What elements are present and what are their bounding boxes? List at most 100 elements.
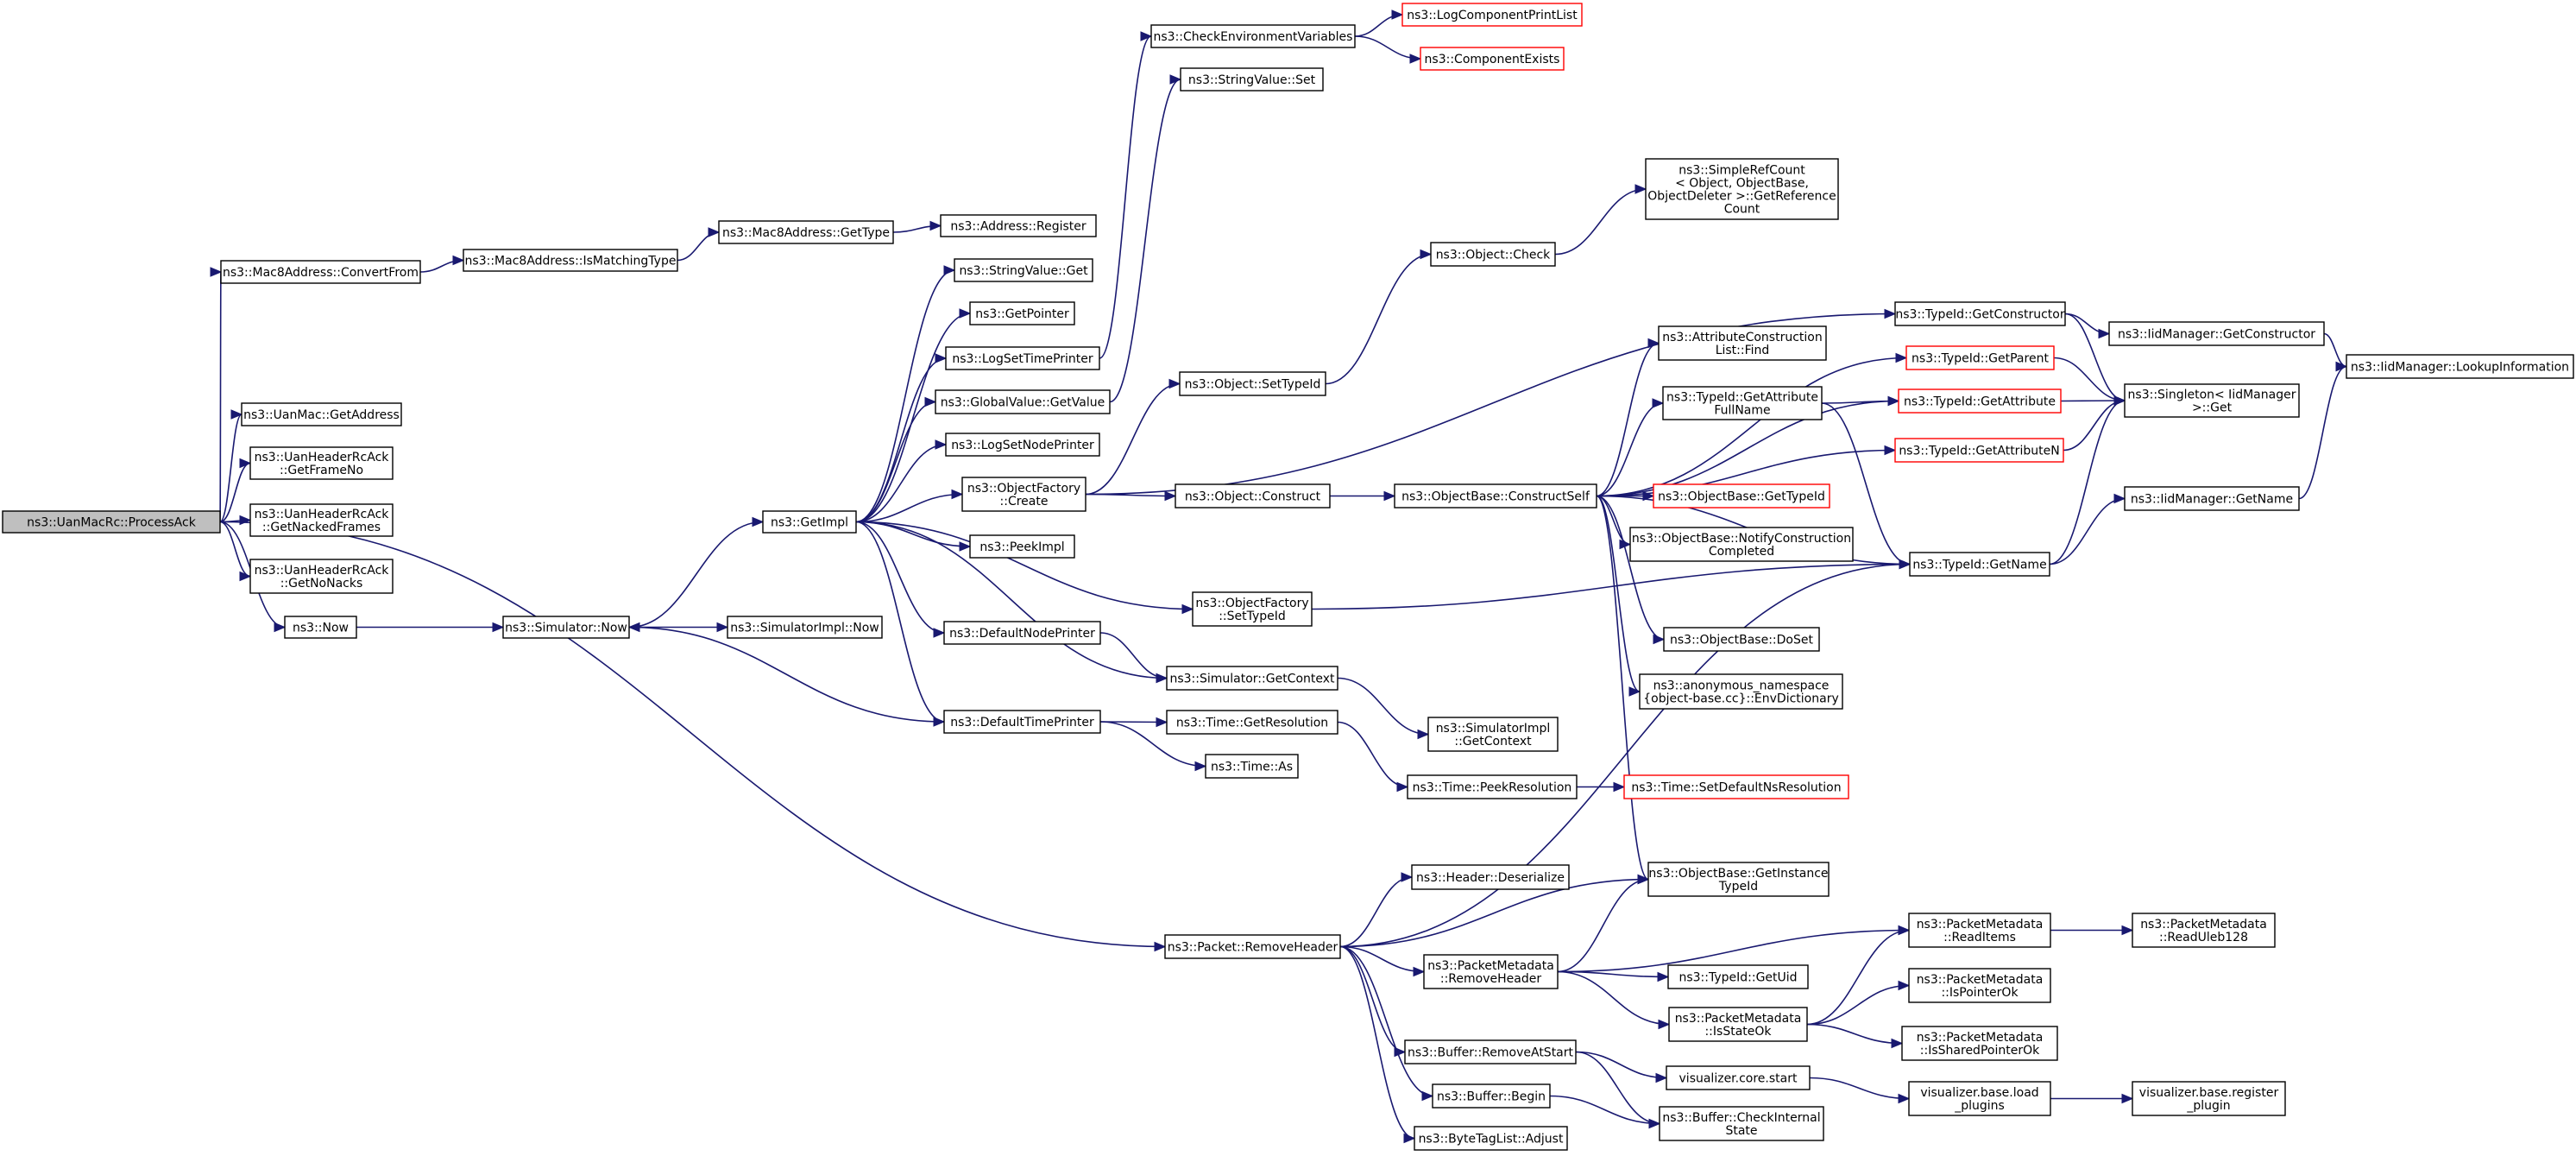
node-notifyconstructioncompleted[interactable]: ns3::ObjectBase::NotifyConstructionCompl…: [1629, 527, 1854, 562]
edge-constructself-to-getinstancetypeid: [1596, 495, 1649, 881]
node-timegetresolution[interactable]: ns3::Time::GetResolution: [1166, 710, 1338, 735]
node-singletonget[interactable]: ns3::Singleton< IidManager >::Get: [2124, 383, 2300, 418]
node-iidmanagergetconstructor[interactable]: ns3::IidManager::GetConstructor: [2108, 321, 2325, 346]
node-processack[interactable]: ns3::UanMacRc::ProcessAck: [2, 510, 221, 534]
node-objectfactorycreate[interactable]: ns3::ObjectFactory::Create: [961, 477, 1086, 512]
node-uangetaddress[interactable]: ns3::UanMac::GetAddress: [241, 402, 402, 426]
node-defaultnodeprinter[interactable]: ns3::DefaultNodePrinter: [943, 621, 1101, 645]
node-bufferbegin[interactable]: ns3::Buffer::Begin: [1432, 1083, 1551, 1109]
node-label-objectbasegettypeid-0: ns3::ObjectBase::GetTypeId: [1658, 490, 1825, 504]
node-getframeno[interactable]: ns3::UanHeaderRcAck::GetFrameNo: [249, 446, 394, 480]
node-bytetaglistadjust[interactable]: ns3::ByteTagList::Adjust: [1414, 1126, 1568, 1151]
node-label-simplerefcount-3: Count: [1724, 203, 1760, 217]
node-box-lookupinformation: [2346, 354, 2574, 379]
node-pmispointerok[interactable]: ns3::PacketMetadata::IsPointerOk: [1908, 968, 2051, 1003]
node-box-pmreaduleb128: [2132, 913, 2276, 948]
node-setdefaultnsresolution[interactable]: ns3::Time::SetDefaultNsResolution: [1623, 774, 1849, 799]
node-stringvalueget[interactable]: ns3::StringValue::Get: [954, 258, 1093, 282]
node-objectsettypeid[interactable]: ns3::Object::SetTypeId: [1179, 371, 1326, 396]
node-logcomponentprintlist[interactable]: ns3::LogComponentPrintList: [1401, 3, 1583, 27]
node-pmisstateok[interactable]: ns3::PacketMetadata::IsStateOk: [1668, 1007, 1808, 1042]
node-typeidgetattribute[interactable]: ns3::TypeId::GetAttribute: [1898, 388, 2062, 414]
node-stringvalueset[interactable]: ns3::StringValue::Set: [1180, 67, 1324, 92]
node-envdictionary[interactable]: ns3::anonymous_namespace{object-base.cc}…: [1639, 673, 1843, 710]
node-box-pmissharedpointerok: [1901, 1026, 2058, 1061]
node-getimpl[interactable]: ns3::GetImpl: [762, 510, 857, 534]
node-addressregister[interactable]: ns3::Address::Register: [940, 214, 1097, 237]
node-typeidgetattributen[interactable]: ns3::TypeId::GetAttributeN: [1894, 438, 2064, 463]
node-componentexists[interactable]: ns3::ComponentExists: [1420, 47, 1565, 71]
node-constructself[interactable]: ns3::ObjectBase::ConstructSelf: [1394, 483, 1597, 509]
node-label-simgetcontext-0: ns3::Simulator::GetContext: [1169, 673, 1335, 686]
node-simgetcontext[interactable]: ns3::Simulator::GetContext: [1166, 666, 1338, 691]
node-visualizerregisterplugin[interactable]: visualizer.base.register_plugin: [2132, 1081, 2286, 1116]
node-iidmanagergetname[interactable]: ns3::IidManager::GetName: [2124, 486, 2300, 511]
node-packetremoveheader[interactable]: ns3::Packet::RemoveHeader: [1164, 934, 1341, 959]
node-objectfactorysettypeid[interactable]: ns3::ObjectFactory::SetTypeId: [1192, 591, 1313, 627]
node-pmreaditems[interactable]: ns3::PacketMetadata::ReadItems: [1908, 913, 2051, 948]
node-logsetnodeprinter[interactable]: ns3::LogSetNodePrinter: [945, 433, 1100, 457]
node-pmremoveheader[interactable]: ns3::PacketMetadata::RemoveHeader: [1423, 954, 1559, 989]
node-box-stringvalueget: [954, 258, 1093, 282]
node-label-iidmanagergetname-0: ns3::IidManager::GetName: [2131, 493, 2293, 507]
node-getnonacks[interactable]: ns3::UanHeaderRcAck::GetNoNacks: [249, 559, 394, 594]
node-convertfrom[interactable]: ns3::Mac8Address::ConvertFrom: [220, 260, 421, 284]
node-simplerefcount[interactable]: ns3::SimpleRefCount< Object, ObjectBase,…: [1645, 158, 1839, 220]
node-globalvaluegetvalue[interactable]: ns3::GlobalValue::GetValue: [935, 389, 1111, 414]
edge-visualizercorestart-to-visualizerloadplugins: [1809, 1077, 1910, 1100]
node-pmissharedpointerok[interactable]: ns3::PacketMetadata::IsSharedPointerOk: [1901, 1026, 2058, 1061]
edge-pmisstateok-to-pmreaditems: [1806, 929, 1910, 1026]
node-box-envdictionary: [1639, 673, 1843, 710]
node-label-pmreaduleb128-1: ::ReadUleb128: [2159, 931, 2248, 944]
node-getnackedframes[interactable]: ns3::UanHeaderRcAck::GetNackedFrames: [249, 503, 394, 537]
node-box-iidmanagergetconstructor: [2108, 321, 2325, 346]
node-pmreaduleb128[interactable]: ns3::PacketMetadata::ReadUleb128: [2132, 913, 2276, 948]
node-timepeekresolution[interactable]: ns3::Time::PeekResolution: [1407, 774, 1578, 799]
node-bufferremoveatstart[interactable]: ns3::Buffer::RemoveAtStart: [1404, 1039, 1577, 1064]
edge-getimpl-to-objectfactorysettypeid: [855, 521, 1194, 610]
node-lookupinformation[interactable]: ns3::IidManager::LookupInformation: [2346, 354, 2574, 379]
node-defaulttimeprinter[interactable]: ns3::DefaultTimePrinter: [943, 710, 1101, 734]
arrowhead-pmremoveheader-to-pmisstateok: [1658, 1019, 1671, 1030]
node-dofset[interactable]: ns3::ObjectBase::DoSet: [1663, 627, 1820, 652]
node-timeas[interactable]: ns3::Time::As: [1205, 754, 1299, 779]
node-typeidgetparent[interactable]: ns3::TypeId::GetParent: [1905, 345, 2055, 370]
node-label-visualizerloadplugins-1: _plugins: [1954, 1099, 2005, 1113]
node-peekimpl[interactable]: ns3::PeekImpl: [969, 534, 1075, 559]
node-getpointer[interactable]: ns3::GetPointer: [969, 301, 1075, 325]
node-mac8gettype[interactable]: ns3::Mac8Address::GetType: [718, 220, 894, 244]
arrowhead-objectfactorycreate-to-objectsettypeid: [1168, 378, 1181, 389]
node-visualizercorestart[interactable]: visualizer.core.start: [1666, 1065, 1811, 1090]
node-label-pmremoveheader-1: ::RemoveHeader: [1440, 972, 1541, 986]
node-typeidgetuid[interactable]: ns3::TypeId::GetUid: [1667, 964, 1809, 989]
node-objectcheck[interactable]: ns3::Object::Check: [1430, 242, 1556, 267]
arrowhead-processack-to-getframeno: [239, 458, 252, 469]
node-label-simimplgetcontext-1: ::GetContext: [1454, 735, 1532, 749]
node-label-globalvaluegetvalue-0: ns3::GlobalValue::GetValue: [941, 396, 1105, 410]
node-simimplgetcontext[interactable]: ns3::SimulatorImpl::GetContext: [1427, 717, 1559, 752]
arrowhead-getimpl-to-globalvaluegetvalue: [924, 396, 937, 407]
node-checkenvvars[interactable]: ns3::CheckEnvironmentVariables: [1150, 24, 1356, 48]
node-label-pmissharedpointerok-1: ::IsSharedPointerOk: [1920, 1044, 2040, 1058]
node-typeidgetconstructor[interactable]: ns3::TypeId::GetConstructor: [1894, 301, 2066, 326]
arrowhead-checkenvvars-to-componentexists: [1409, 54, 1422, 64]
node-objectbasegettypeid[interactable]: ns3::ObjectBase::GetTypeId: [1653, 483, 1830, 509]
node-headerdeserialize[interactable]: ns3::Header::Deserialize: [1411, 864, 1570, 890]
edge-ismatchingtype-to-mac8gettype: [677, 231, 720, 262]
node-objectconstruct[interactable]: ns3::Object::Construct: [1175, 483, 1331, 509]
node-logsettimeprinter[interactable]: ns3::LogSetTimePrinter: [945, 346, 1100, 370]
node-simimplnow[interactable]: ns3::SimulatorImpl::Now: [727, 616, 883, 639]
node-visualizerloadplugins[interactable]: visualizer.base.load_plugins: [1908, 1081, 2051, 1116]
node-simnow[interactable]: ns3::Simulator::Now: [502, 616, 630, 639]
node-now[interactable]: ns3::Now: [284, 616, 357, 639]
node-ismatchingtype[interactable]: ns3::Mac8Address::IsMatchingType: [463, 249, 678, 272]
arrowhead-getimpl-to-defaultnodeprinter: [933, 628, 946, 638]
node-label-pmisstateok-1: ::IsStateOk: [1704, 1025, 1772, 1039]
node-typeidgetname[interactable]: ns3::TypeId::GetName: [1909, 552, 2050, 577]
edge-constructself-to-typeidgetattributen: [1596, 449, 1896, 497]
